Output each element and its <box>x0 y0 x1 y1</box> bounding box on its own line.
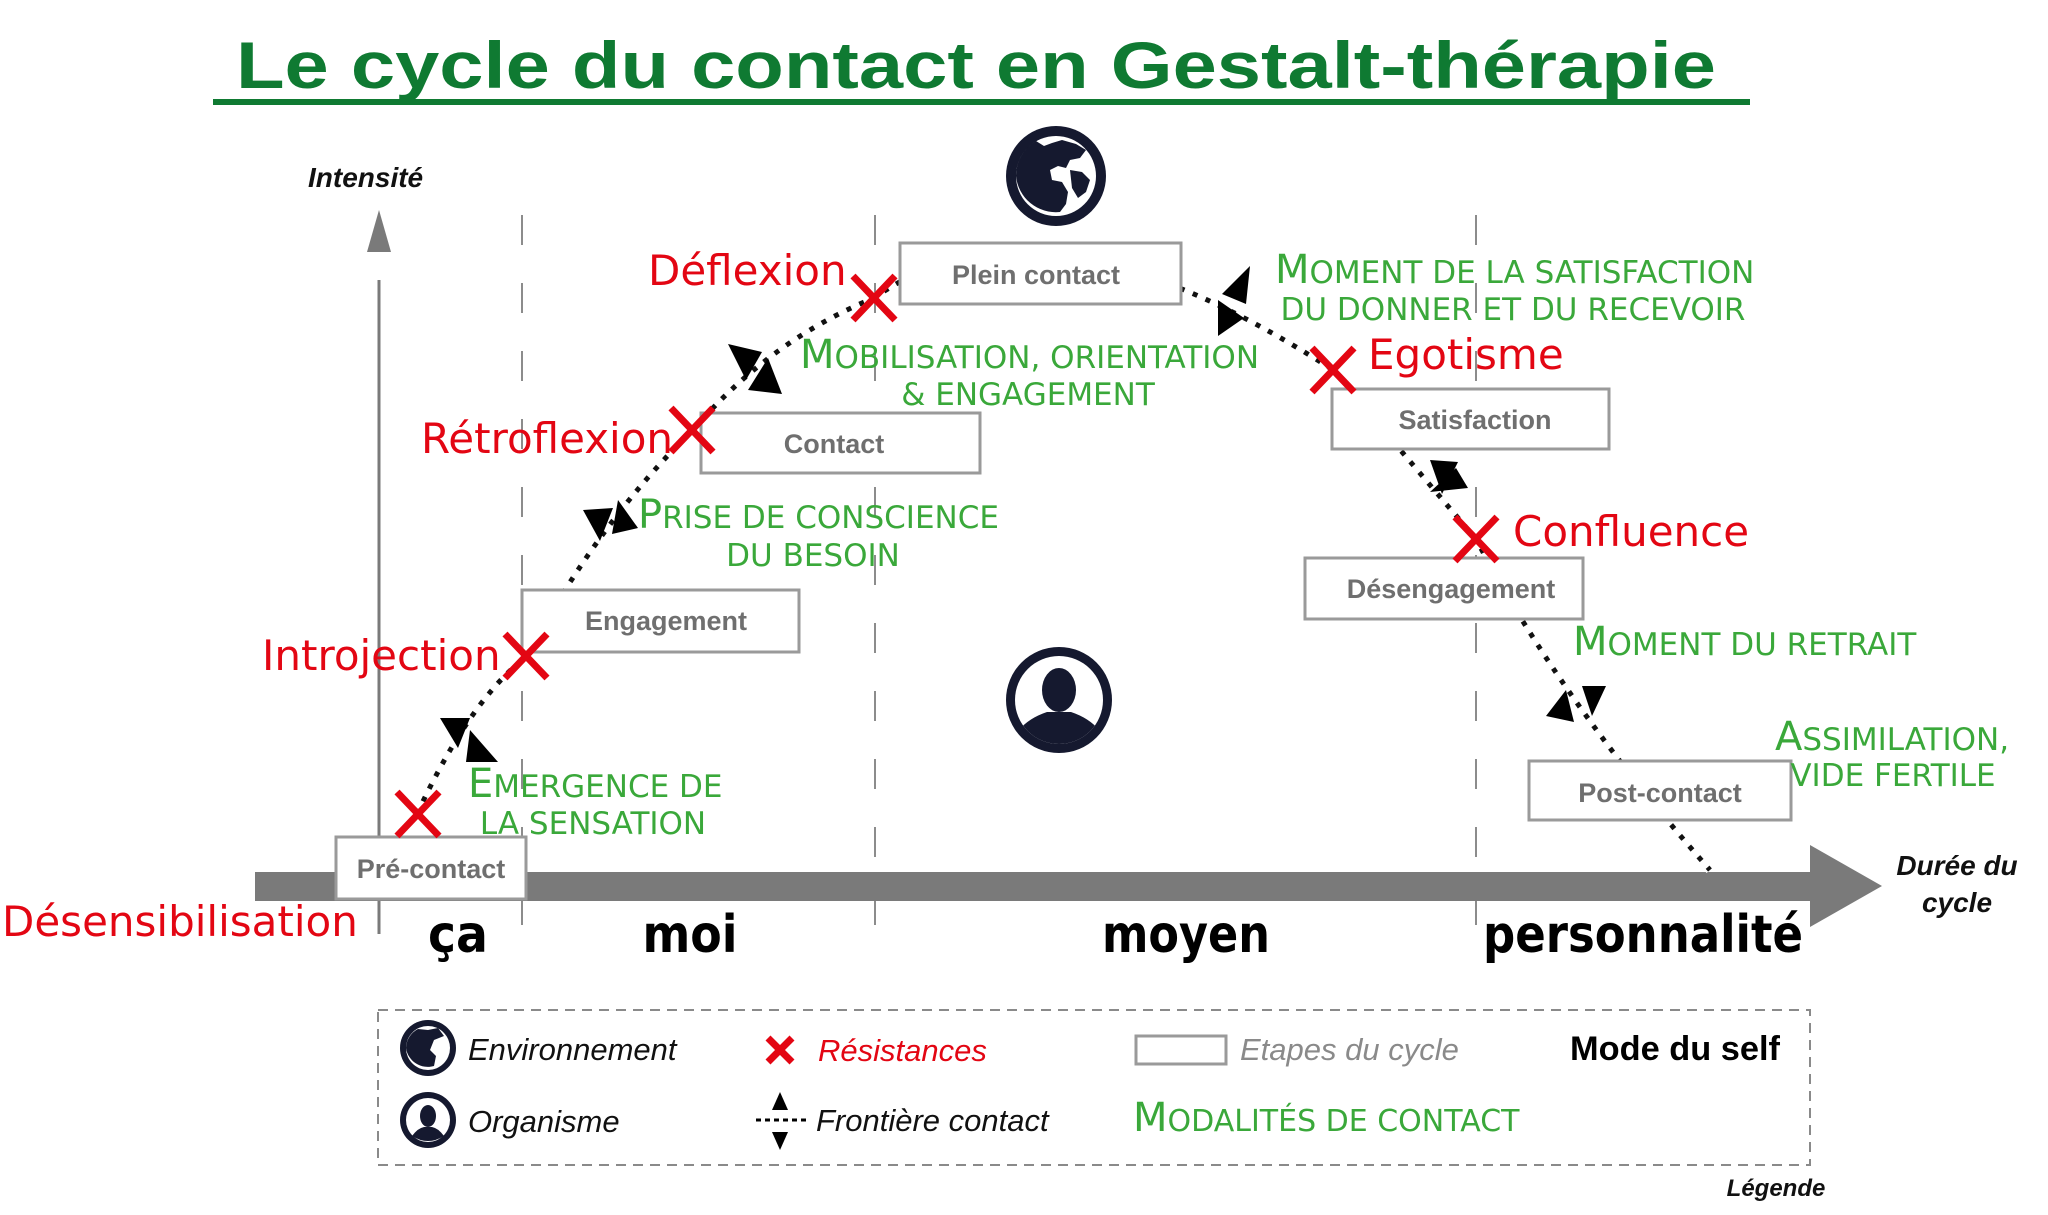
legend-organism: Organisme <box>468 1104 620 1139</box>
y-axis: Intensité <box>308 162 423 934</box>
legend-contact-border: Frontière contact <box>816 1103 1050 1138</box>
svg-text:MOBILISATION, ORIENTATION: MOBILISATION, ORIENTATION <box>800 332 1259 378</box>
self-mode-ca: ça <box>428 905 488 965</box>
contact-border-marker-4 <box>1218 266 1250 336</box>
modality-line2: DU DONNER ET DU RECEVOIR <box>1281 292 1746 328</box>
resistance-x-icon <box>502 631 550 681</box>
legend-modalities-rest: ODALITÉS DE CONTACT <box>1168 1103 1521 1139</box>
legend-caption: Légende <box>1727 1175 1826 1202</box>
legend-environment: Environnement <box>468 1032 678 1067</box>
legend-x-icon <box>765 1035 795 1065</box>
y-axis-arrow-icon <box>367 210 391 252</box>
modality-line1: OMENT DU RETRAIT <box>1608 627 1918 663</box>
modality-line2: & ENGAGEMENT <box>901 377 1156 413</box>
stage-post-contact: Post-contact <box>1527 759 1793 822</box>
stage-label: Satisfaction <box>1398 405 1551 435</box>
contact-border-marker-3 <box>728 344 782 394</box>
stage-plein-contact: Plein contact <box>898 241 1183 306</box>
legend-resistances: Résistances <box>818 1033 987 1068</box>
resistance-egotisme: Egotisme <box>1368 330 1564 379</box>
stage-label: Désengagement <box>1347 574 1556 604</box>
svg-text:PRISE DE CONSCIENCE: PRISE DE CONSCIENCE <box>638 492 999 538</box>
resistance-x-icon <box>850 273 898 323</box>
stage-label: Plein contact <box>952 260 1120 290</box>
legend-globe-icon <box>400 1020 456 1076</box>
modality-initial: P <box>638 492 662 538</box>
legend: Environnement Résistances Etapes du cycl… <box>377 1009 1826 1202</box>
modality-initial: M <box>1573 619 1608 665</box>
modality-line1: MERGENCE DE <box>493 769 722 805</box>
modality-satisfaction: MOMENT DE LA SATISFACTION DU DONNER ET D… <box>1275 247 1754 328</box>
stage-label: Post-contact <box>1578 778 1742 808</box>
globe-icon <box>1006 126 1106 226</box>
svg-text:EMERGENCE DE: EMERGENCE DE <box>468 761 723 807</box>
modality-prise-de-conscience: PRISE DE CONSCIENCE DU BESOIN <box>638 492 999 574</box>
modality-emergence: EMERGENCE DE LA SENSATION <box>468 761 723 842</box>
resistance-desensibilisation: Désensibilisation <box>2 897 358 946</box>
x-axis-label: Durée du <box>1896 850 2017 881</box>
stage-pre-contact: Pré-contact <box>334 835 528 901</box>
person-icon <box>1006 647 1112 753</box>
x-axis-label-line2: cycle <box>1922 887 1992 918</box>
title-underline <box>213 99 1750 105</box>
modality-line2: DU BESOIN <box>726 538 900 574</box>
page-title: Le cycle du contact en Gestalt-thérapie <box>236 28 1716 102</box>
modality-initial: M <box>800 332 835 378</box>
x-axis-arrow-icon <box>1810 845 1882 927</box>
resistance-confluence: Confluence <box>1513 507 1749 556</box>
modality-line1: OMENT DE LA SATISFACTION <box>1310 255 1755 291</box>
resistance-retroflexion: Rétroflexion <box>421 414 673 463</box>
legend-modalities-initial: M <box>1133 1095 1168 1141</box>
contact-border-marker-6 <box>1546 686 1606 722</box>
legend-contact-border-icon <box>756 1092 806 1150</box>
modality-line1: RISE DE CONSCIENCE <box>662 500 999 536</box>
stage-engagement: Engagement <box>520 588 801 654</box>
stage-label: Contact <box>784 429 885 459</box>
stage-desengagement: Désengagement <box>1303 556 1585 621</box>
resistance-deflexion: Déflexion <box>648 246 847 295</box>
contact-border-marker-1 <box>440 718 498 762</box>
modality-assimilation: ASSIMILATION, VIDE FERTILE <box>1775 714 2009 794</box>
modality-line1: OBILISATION, ORIENTATION <box>835 340 1260 376</box>
modality-retrait: MOMENT DU RETRAIT <box>1573 619 1917 665</box>
contact-border-marker-2 <box>583 500 638 541</box>
legend-person-icon <box>400 1092 456 1148</box>
svg-text:MOMENT DU RETRAIT: MOMENT DU RETRAIT <box>1573 619 1917 665</box>
contact-border-marker-5 <box>1430 460 1468 494</box>
svg-text:ASSIMILATION,: ASSIMILATION, <box>1775 714 2009 760</box>
legend-stage-box-icon <box>1134 1034 1228 1066</box>
self-mode-personnalite: personnalité <box>1483 905 1803 965</box>
modality-line2: VIDE FERTILE <box>1790 758 1995 794</box>
stage-label: Engagement <box>585 606 747 636</box>
resistance-x-icon <box>1309 345 1357 395</box>
y-axis-label: Intensité <box>308 162 423 193</box>
legend-stages: Etapes du cycle <box>1240 1032 1459 1067</box>
modality-initial: A <box>1775 714 1803 760</box>
self-mode-moyen: moyen <box>1102 905 1270 965</box>
stage-label: Pré-contact <box>357 854 506 884</box>
resistance-x-icon <box>394 789 442 839</box>
resistance-introjection: Introjection <box>262 631 501 680</box>
modality-line2: LA SENSATION <box>480 806 706 842</box>
legend-modalities: MODALITÉS DE CONTACT <box>1133 1095 1520 1141</box>
modality-mobilisation: MOBILISATION, ORIENTATION & ENGAGEMENT <box>800 332 1259 413</box>
stage-satisfaction: Satisfaction <box>1330 387 1611 451</box>
resistance-x-icon <box>1452 514 1500 564</box>
stage-contact: Contact <box>699 411 982 475</box>
svg-text:MOMENT DE LA SATISFACTION: MOMENT DE LA SATISFACTION <box>1275 247 1754 293</box>
legend-self-mode: Mode du self <box>1570 1030 1781 1068</box>
resistance-x-icon <box>668 405 716 455</box>
modality-initial: M <box>1275 247 1310 293</box>
modality-initial: E <box>468 761 493 807</box>
self-mode-moi: moi <box>643 905 738 965</box>
modality-line1: SSIMILATION, <box>1802 722 2009 758</box>
